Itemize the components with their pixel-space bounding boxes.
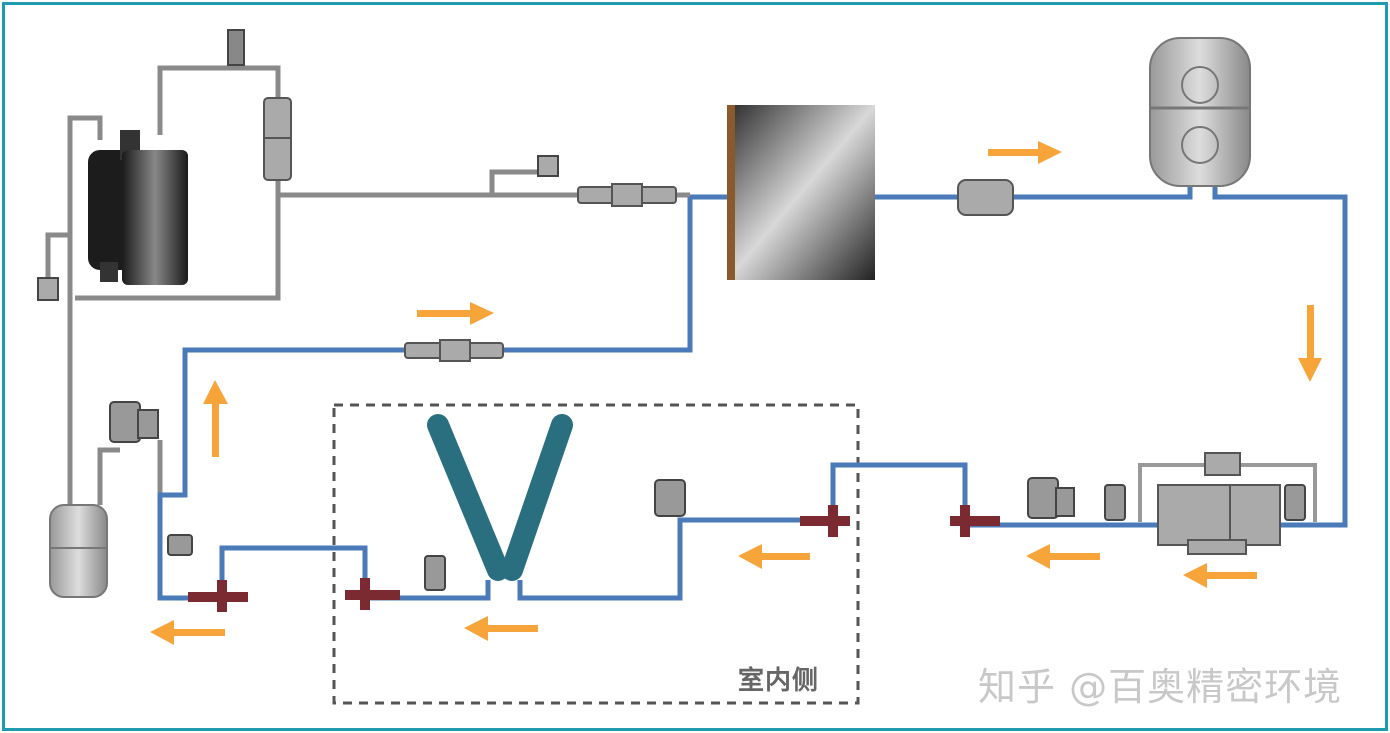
flow-arrow-icon: [988, 141, 1062, 164]
flow-arrow-icon: [150, 620, 225, 645]
liquid-receiver-icon: [1149, 37, 1251, 187]
flow-arrow-icon: [1298, 305, 1322, 382]
flow-arrow-icon: [417, 302, 494, 325]
compressor-icon: [88, 130, 188, 285]
filter-drier-icon: [37, 29, 559, 301]
evaporator-icon: [427, 414, 573, 581]
indoor-side-label: 室内侧: [738, 666, 820, 696]
check-valve-icon: [188, 505, 1000, 612]
watermark: 知乎 @百奥精密环境: [978, 665, 1343, 709]
flow-arrow-icon: [1026, 544, 1100, 569]
pump-icon: [1138, 452, 1317, 555]
flow-arrow-icon: [738, 544, 810, 569]
condenser-edge: [727, 105, 735, 280]
gas-liquid-separator-icon: [49, 504, 108, 598]
flow-arrow-icon: [1183, 563, 1257, 588]
flow-arrows: [150, 141, 1322, 645]
condenser-icon: [727, 105, 875, 280]
indoor-side-box: [332, 403, 860, 705]
sight-glass-icon: [404, 179, 1014, 362]
flow-arrow-icon: [203, 380, 228, 457]
flow-arrow-icon: [464, 616, 538, 641]
solenoid-valve-icon: [109, 401, 1306, 591]
gas-pipes: [45, 65, 690, 510]
